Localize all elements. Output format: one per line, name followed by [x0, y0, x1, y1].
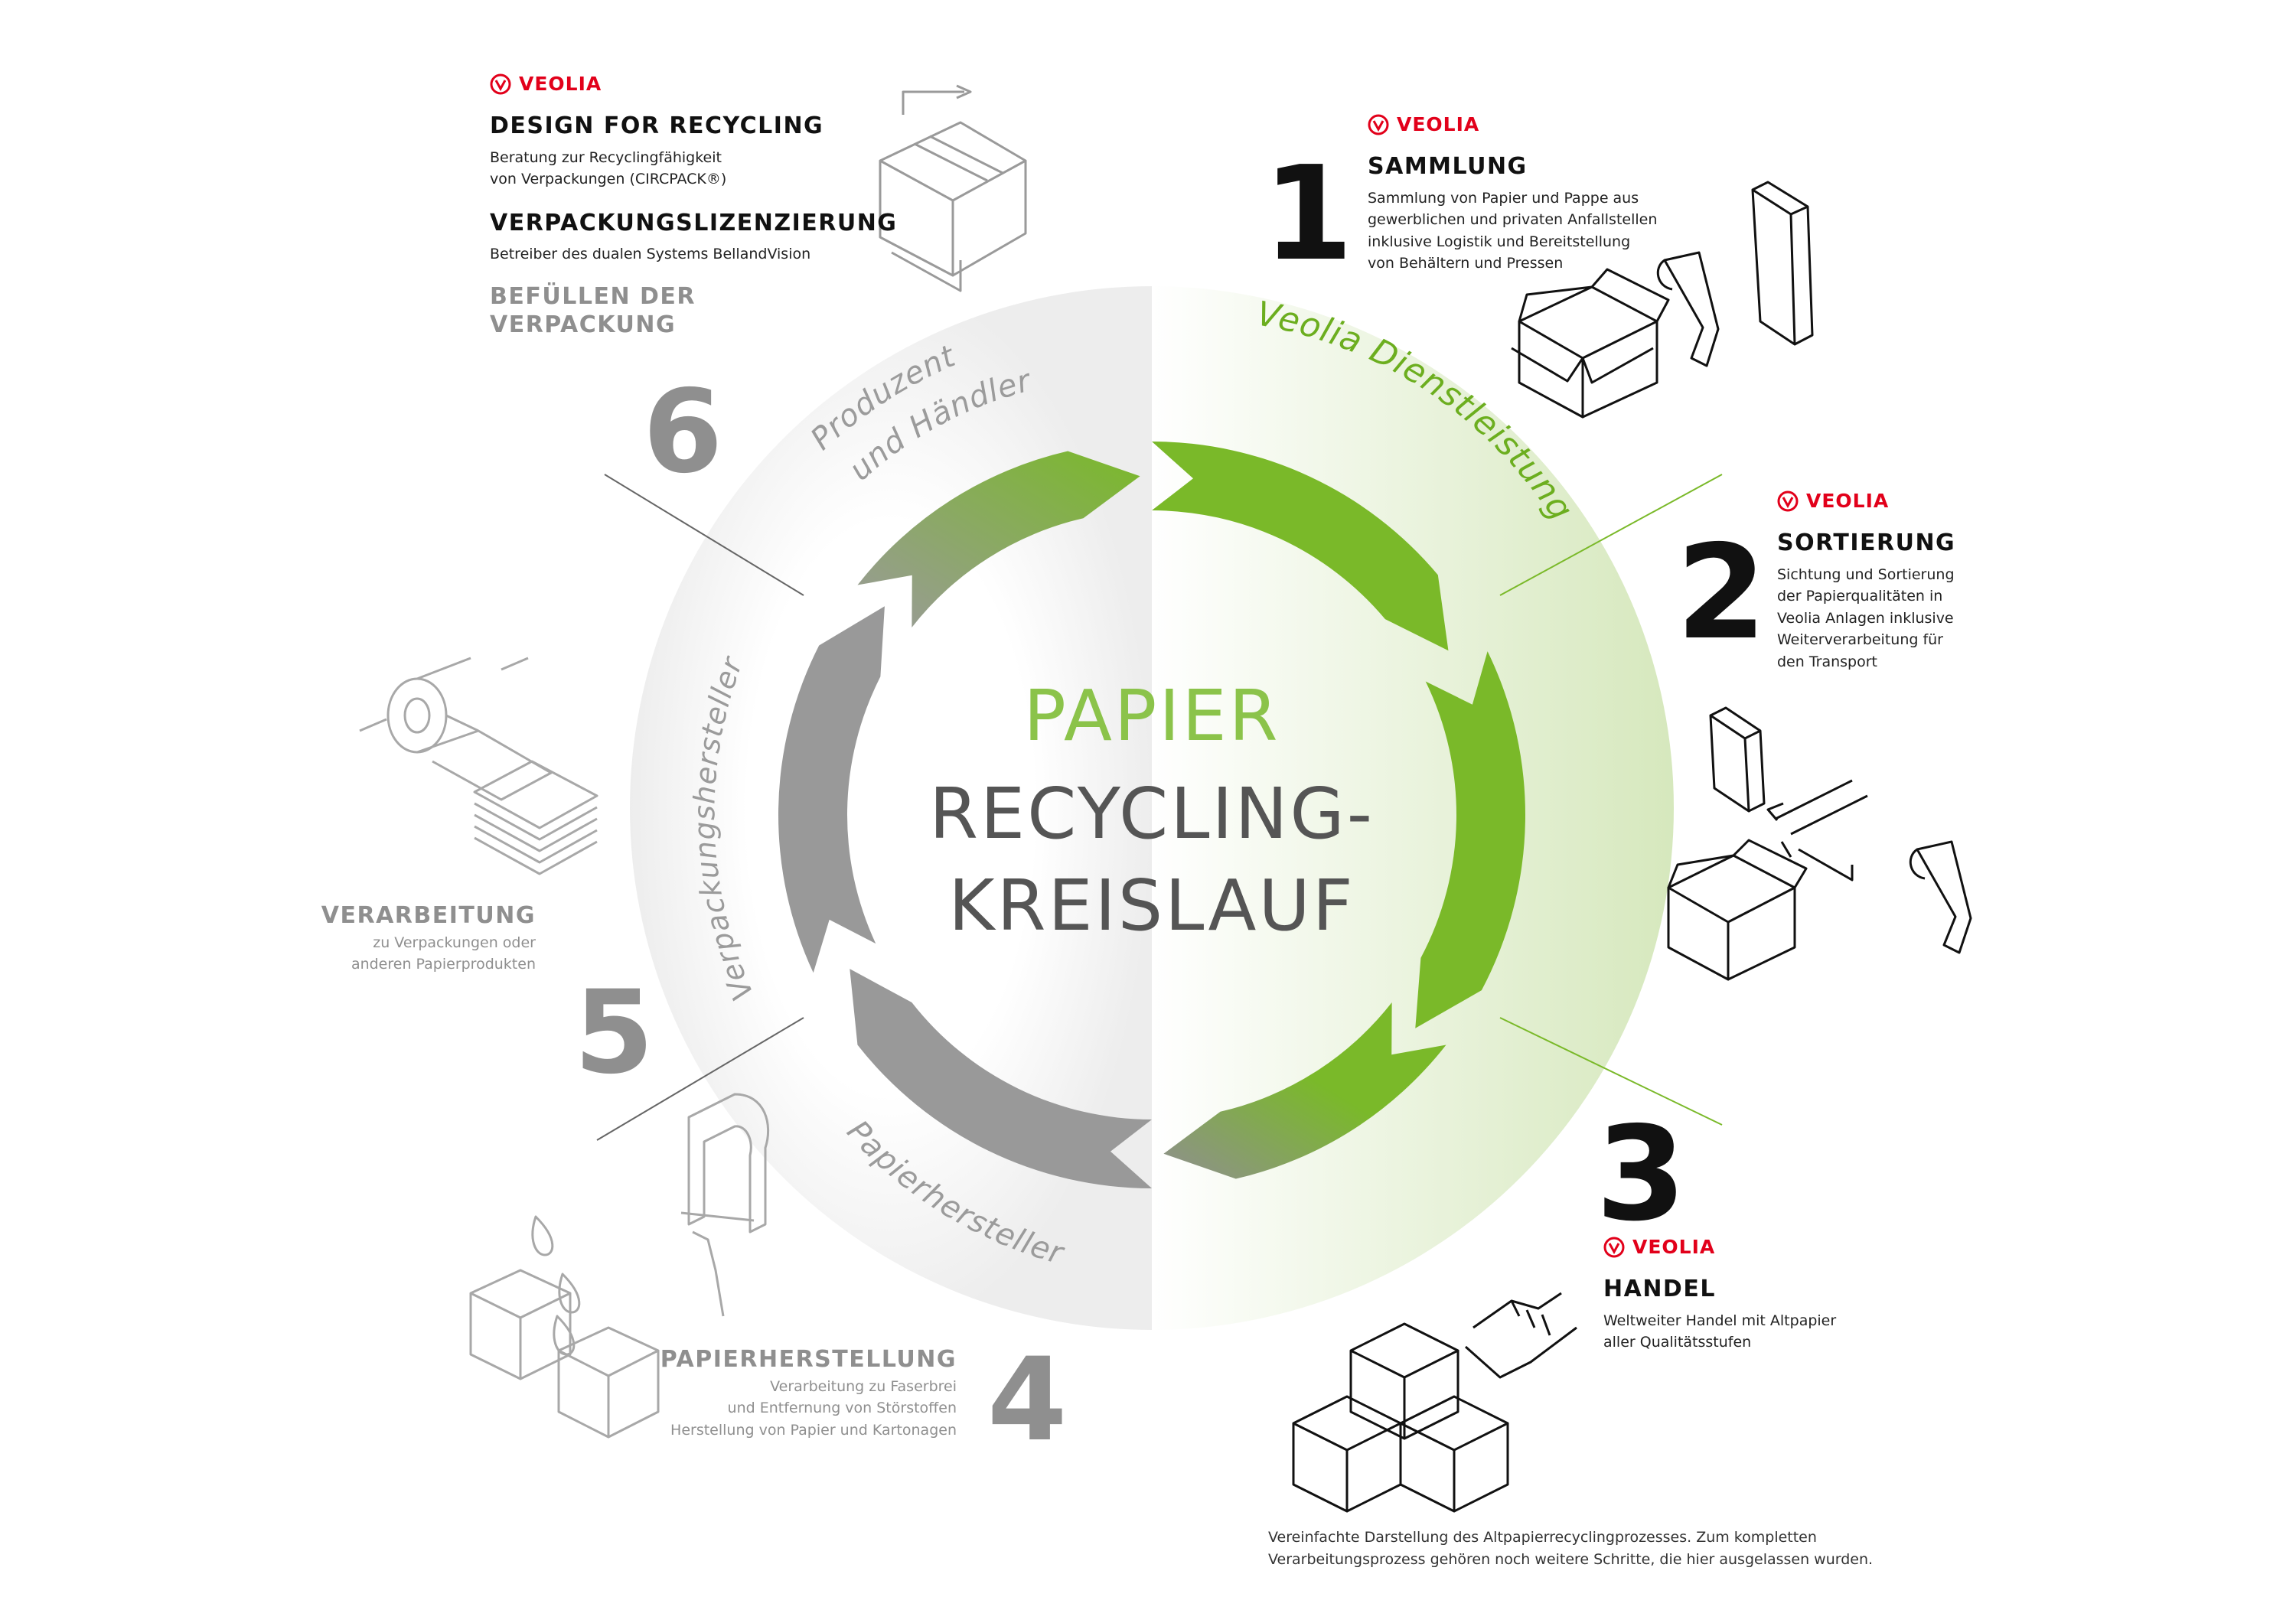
license-title: VERPACKUNGSLIZENZIERUNG — [490, 209, 898, 236]
veolia-logo: VEOLIA — [1368, 113, 1720, 135]
divider-line-5-6 — [604, 474, 804, 596]
center-title-line-1: PAPIER — [1023, 675, 1280, 757]
divider-line-1-2 — [1499, 474, 1723, 596]
step-1-block: VEOLIA SAMMLUNG Sammlung von Papier und … — [1368, 113, 1720, 275]
paper-roll-icon — [359, 657, 598, 875]
veolia-logo-text: VEOLIA — [519, 73, 602, 95]
veolia-logo: VEOLIA — [1777, 490, 2099, 512]
step-number-3: 3 — [1596, 1099, 1687, 1250]
center-title-line-3: KREISLAUF — [948, 865, 1355, 947]
arrow-6-produzent — [857, 451, 1140, 627]
step-3-block: VEOLIA HANDEL Weltweiter Handel mit Altp… — [1603, 1236, 1955, 1354]
step-1-title: SAMMLUNG — [1368, 153, 1528, 180]
step-number-2: 2 — [1676, 517, 1767, 669]
fill-title-line-1: BEFÜLLEN DER — [490, 282, 696, 310]
veolia-logo-text: VEOLIA — [1806, 490, 1890, 512]
veolia-logo: VEOLIA — [1603, 1236, 1955, 1258]
arrow-1-sammlung — [1152, 442, 1449, 651]
step-4-block: PAPIERHERSTELLUNG Verarbeitung zu Faserb… — [628, 1345, 957, 1441]
design-title: DESIGN FOR RECYCLING — [490, 112, 824, 139]
arrow-4-papierhersteller — [850, 969, 1152, 1188]
step-4-title: PAPIERHERSTELLUNG — [660, 1346, 957, 1373]
design-desc: Beratung zur Recyclingfähigkeit von Verp… — [490, 148, 727, 188]
packaging-box-icon — [879, 84, 1027, 292]
step-5-title: VERARBEITUNG — [321, 902, 536, 929]
green-half-background — [1152, 286, 1674, 1330]
sorting-icon — [1667, 706, 1972, 981]
divider-line-4-5 — [596, 1017, 804, 1141]
design-block: VEOLIA DESIGN FOR RECYCLING Beratung zur… — [490, 73, 898, 340]
arrow-3-handel — [1163, 1002, 1446, 1179]
step-number-4: 4 — [987, 1334, 1068, 1467]
step-3-title: HANDEL — [1603, 1276, 1716, 1302]
veolia-logo: VEOLIA — [490, 73, 888, 95]
step-3-desc: Weltweiter Handel mit Altpapier aller Qu… — [1603, 1312, 1837, 1351]
step-number-1: 1 — [1263, 139, 1354, 290]
veolia-logo-icon — [1368, 114, 1389, 135]
veolia-logo-icon — [1777, 490, 1799, 511]
step-2-title: SORTIERUNG — [1777, 530, 1956, 556]
step-number-5: 5 — [574, 966, 654, 1100]
step-5-block: VERARBEITUNG zu Verpackungen oder andere… — [199, 901, 536, 976]
step-5-desc: zu Verpackungen oder anderen Papierprodu… — [351, 934, 536, 973]
veolia-logo-icon — [490, 73, 511, 94]
step-1-desc: Sammlung von Papier und Pappe aus gewerb… — [1368, 189, 1658, 272]
grey-half-background — [630, 286, 1152, 1330]
license-desc: Betreiber des dualen Systems BellandVisi… — [490, 246, 811, 262]
footnote: Vereinfachte Darstellung des Altpapierre… — [1268, 1529, 1874, 1569]
handshake-icon — [1465, 1292, 1577, 1379]
trade-cubes-icon — [1292, 1322, 1509, 1513]
veolia-logo-icon — [1603, 1237, 1625, 1257]
step-number-6: 6 — [643, 366, 723, 499]
veolia-logo-text: VEOLIA — [1632, 1236, 1716, 1258]
arrow-5-verpackungshersteller — [778, 606, 885, 973]
center-title-line-2: RECYCLING- — [929, 773, 1375, 855]
collection-icon — [1511, 181, 1814, 419]
arrow-2-sortierung — [1415, 651, 1525, 1028]
divider-line-2-3 — [1499, 1017, 1723, 1126]
paper-making-icon — [469, 1093, 770, 1439]
fill-title-line-2: VERPACKUNG — [490, 311, 677, 338]
step-2-desc: Sichtung und Sortierung der Papierqualit… — [1777, 565, 1955, 670]
step-2-block: VEOLIA SORTIERUNG Sichtung und Sortierun… — [1777, 490, 2099, 673]
step-4-desc: Verarbeitung zu Faserbrei und Entfernung… — [670, 1377, 957, 1439]
veolia-logo-text: VEOLIA — [1397, 113, 1480, 135]
